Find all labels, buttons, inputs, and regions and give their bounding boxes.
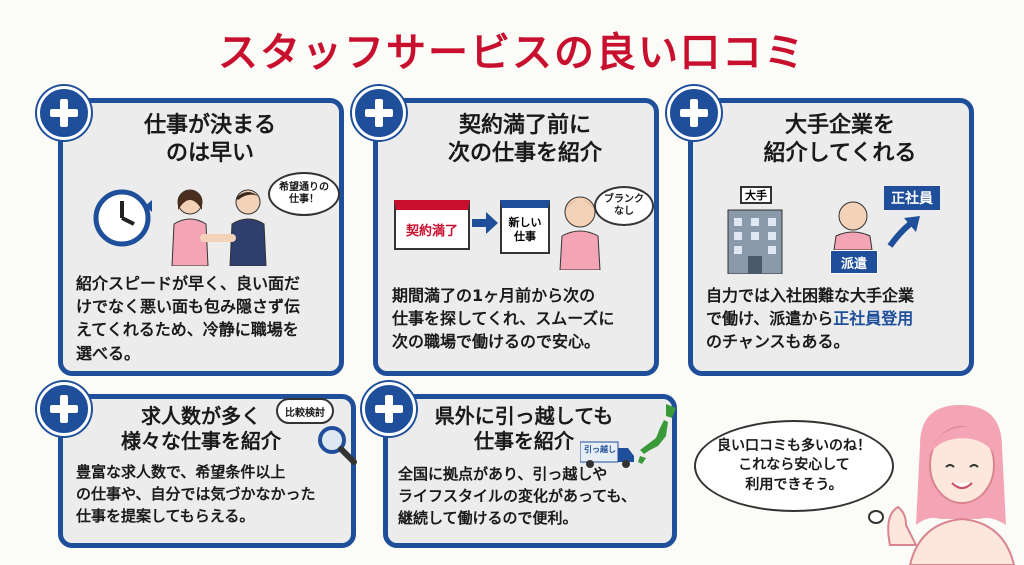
card-body: 豊富な求人数で、希望条件以上 の仕事や、自分では気づかなかった 仕事を提案しても… bbox=[76, 463, 316, 525]
speech-bubble-compare: 比較検討 bbox=[276, 398, 334, 424]
card-body: 紹介スピードが早く、良い面だ けでなく悪い面も包み隠さず伝 えてくれるため、冷静… bbox=[76, 274, 301, 363]
plus-icon bbox=[667, 86, 721, 140]
truck-label: 引っ越し bbox=[584, 445, 616, 454]
speech-bubble-no-blank: ブランクなし bbox=[594, 186, 654, 226]
tag-haken: 派遣 bbox=[830, 250, 878, 274]
card-body: 全国に拠点があり、引っ越しや ライフスタイルの変化があっても、 継続して働けるの… bbox=[398, 465, 637, 527]
card-body: 自力では入社困難な大手企業 で働け、派遣から正社員登用 のチャンスもある。 bbox=[706, 286, 915, 352]
building-sign: 大手 bbox=[740, 186, 772, 204]
speech-bubble-summary: 良い口コミも多いのね！ これなら安心して 利用できそう。 bbox=[694, 420, 894, 512]
handshake-illustration bbox=[171, 189, 267, 266]
tag-seishain: 正社員 bbox=[884, 186, 940, 210]
japan-map-icon bbox=[638, 404, 676, 464]
thought-dot bbox=[868, 510, 884, 524]
happy-woman-illustration bbox=[559, 196, 601, 270]
truck-icon bbox=[580, 441, 634, 468]
card-title: 県外に引っ越しても 仕事を紹介 bbox=[434, 404, 614, 453]
card-title: 仕事が決まる のは早い bbox=[143, 113, 276, 166]
building-icon bbox=[727, 209, 783, 274]
plus-icon bbox=[362, 382, 416, 436]
card-title: 契約満了前に 次の仕事を紹介 bbox=[447, 113, 602, 166]
calendar-contract-end: 契約満了 bbox=[394, 200, 470, 250]
calendar-new-job: 新しい 仕事 bbox=[500, 200, 550, 254]
woman-icon bbox=[833, 201, 873, 250]
review-card-relocation bbox=[383, 394, 677, 548]
woman-illustration bbox=[887, 405, 1016, 565]
plus-icon bbox=[37, 382, 91, 436]
card-title: 求人数が多く 様々な仕事を紹介 bbox=[121, 404, 281, 453]
card-title: 大手企業を 紹介してくれる bbox=[763, 113, 917, 166]
speech-bubble-hope: 希望通りの仕事！ bbox=[268, 172, 340, 216]
magnifier-icon bbox=[318, 426, 357, 465]
page-title: スタッフサービスの良い口コミ bbox=[218, 30, 806, 76]
clock-icon bbox=[93, 189, 152, 247]
card-body: 期間満了の1ヶ月前から次の 仕事を探してくれ、スムーズに 次の職場で働けるので安… bbox=[392, 286, 615, 352]
arrow-up-icon bbox=[887, 216, 920, 248]
plus-icon bbox=[37, 86, 91, 140]
plus-icon bbox=[352, 86, 406, 140]
arrow-right-icon bbox=[472, 212, 498, 234]
